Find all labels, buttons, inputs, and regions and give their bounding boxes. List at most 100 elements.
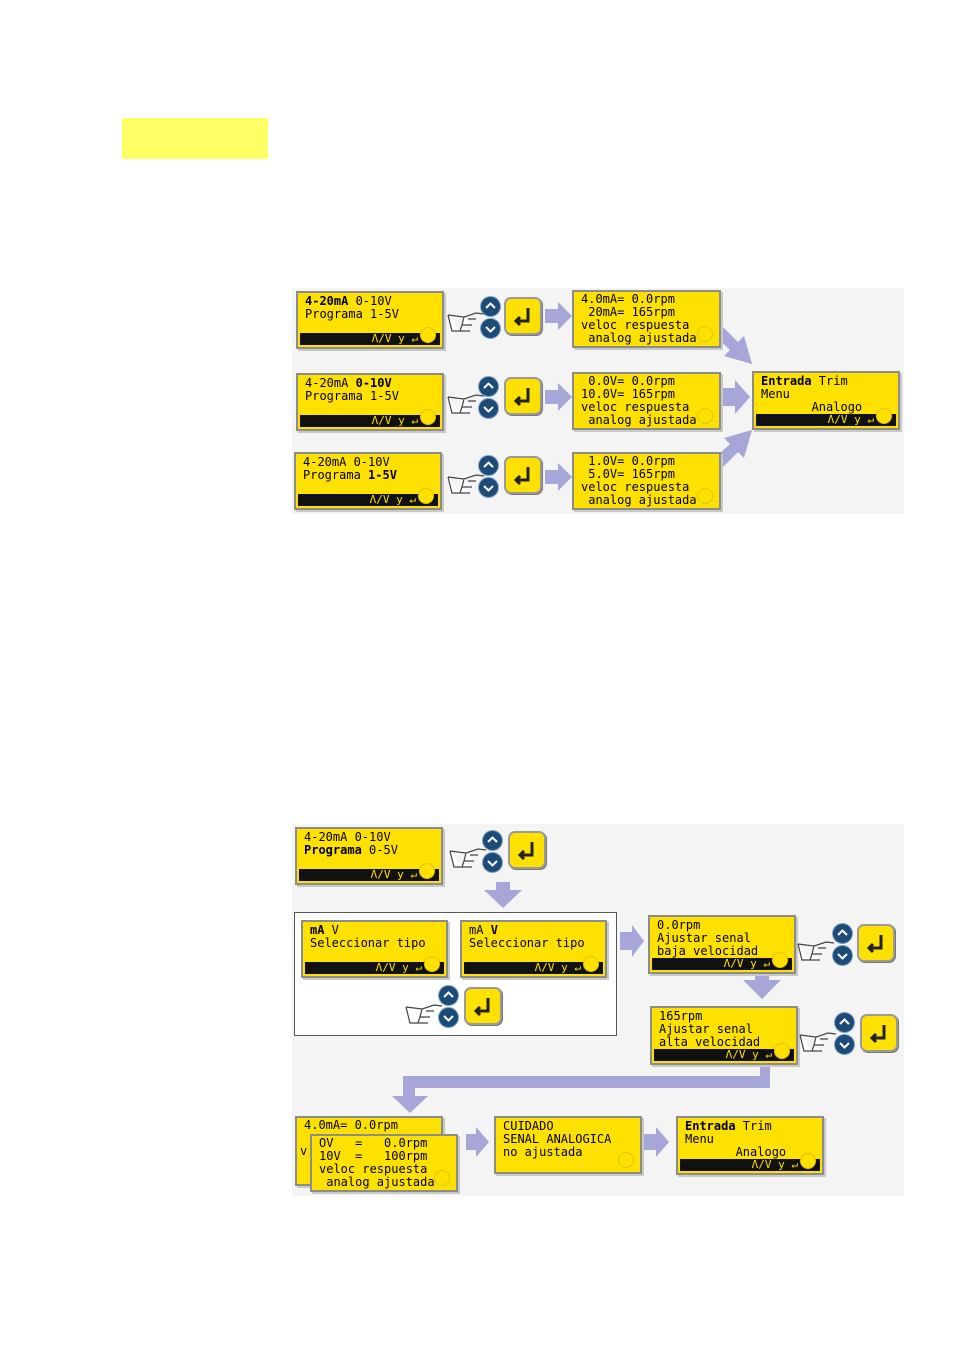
pointing-hand-icon: [449, 848, 487, 868]
lcd-knob-icon: [800, 1153, 816, 1169]
lcd-text: 1-5V: [368, 468, 397, 482]
lcd-text: 5.0V= 165rpm: [581, 467, 675, 481]
lcd-knob-icon: [418, 488, 434, 504]
enter-icon: [513, 388, 530, 407]
up-button[interactable]: [835, 1013, 854, 1032]
lcd-status-bar: Λ/V y ↵: [300, 415, 440, 427]
lcd-text: 4.0mA= 0.0rpm: [581, 292, 675, 306]
lcd-text: Ajustar senal: [659, 1022, 753, 1036]
lcd-text: SENAL ANALOGICA: [503, 1132, 612, 1146]
lcd-text: analog ajustada: [581, 331, 697, 345]
lcd-knob-icon: [774, 1043, 790, 1059]
lcd-select-type-ma: mA V Seleccionar tipo Λ/V y ↵: [301, 920, 448, 978]
up-button[interactable]: [833, 924, 852, 943]
enter-button[interactable]: [504, 297, 542, 335]
lcd-text: 0.0rpm: [657, 918, 701, 932]
lcd-text: OV = 0.0rpm: [319, 1136, 428, 1150]
lcd-text: 4-20mA 0-10V: [304, 830, 391, 844]
down-button[interactable]: [483, 853, 502, 872]
enter-icon: [869, 1025, 886, 1044]
lcd-knob-icon: [419, 863, 435, 879]
enter-button[interactable]: [504, 377, 542, 415]
lcd-select-type-v: mA V Seleccionar tipo Λ/V y ↵: [460, 920, 607, 978]
up-button[interactable]: [439, 986, 458, 1005]
enter-button[interactable]: [860, 1014, 898, 1052]
lcd-status-bar: Λ/V y ↵: [305, 962, 444, 974]
lcd-text: veloc respuesta: [319, 1162, 428, 1176]
lcd-text: 0-10V: [348, 294, 392, 308]
lcd-program-0-5v: 4-20mA 0-10V Programa 0-5V Λ/V y ↵: [295, 827, 443, 885]
lcd-text: 1.0V= 0.0rpm: [581, 454, 675, 468]
lcd-text: veloc respuesta: [581, 480, 690, 494]
up-button[interactable]: [479, 377, 498, 396]
lcd-mode-select-3: 4-20mA 0-10V Programa 1-5V Λ/V y ↵: [294, 452, 442, 510]
lcd-text: veloc respuesta: [581, 318, 690, 332]
lcd-mode-select-1: 4-20mA 0-10V Programa 1-5V Λ/V y ↵: [296, 291, 444, 349]
enter-button[interactable]: [508, 831, 546, 869]
lcd-text: Programa: [304, 843, 362, 857]
down-button[interactable]: [479, 478, 498, 497]
pointing-hand-icon: [447, 394, 485, 414]
lcd-warning-signal: CUIDADO SENAL ANALOGICA no ajustada: [494, 1116, 642, 1174]
lcd-knob-icon: [420, 409, 436, 425]
enter-icon: [473, 998, 490, 1017]
lcd-text: 0-5V: [361, 843, 398, 857]
lcd-text: 4-20mA: [305, 376, 356, 390]
pointing-hand-icon: [797, 941, 835, 961]
lcd-knob-icon: [583, 956, 599, 972]
lcd-text: Programa 1-5V: [305, 307, 399, 321]
lcd-text: analog ajustada: [319, 1175, 435, 1189]
enter-button[interactable]: [464, 987, 502, 1025]
lcd-text: Analogo: [761, 400, 863, 414]
enter-icon: [513, 308, 530, 327]
lcd-text: 20mA= 165rpm: [581, 305, 675, 319]
up-button[interactable]: [479, 456, 498, 475]
lcd-text: 10.0V= 165rpm: [581, 387, 675, 401]
enter-icon: [513, 467, 530, 486]
lcd-text: analog ajustada: [581, 413, 697, 427]
lcd-text: Trim: [735, 1119, 772, 1133]
lcd-text: baja velocidad: [657, 944, 759, 958]
lcd-text: 165rpm: [659, 1009, 703, 1023]
lcd-text: mA: [469, 923, 491, 937]
lcd-text: CUIDADO: [503, 1119, 554, 1133]
lcd-adjust-high-speed: 165rpm Ajustar senal alta velocidad Λ/V …: [650, 1006, 798, 1065]
pointing-hand-icon: [447, 474, 485, 494]
up-button[interactable]: [481, 297, 500, 316]
lcd-text: analog ajustada: [581, 493, 697, 507]
lcd-text: Programa 1-5V: [305, 389, 399, 403]
up-button[interactable]: [483, 831, 502, 850]
lcd-text: Trim: [811, 374, 848, 388]
enter-button[interactable]: [504, 456, 542, 494]
lcd-knob-icon: [697, 408, 713, 424]
lcd-knob-icon: [772, 952, 788, 968]
down-button[interactable]: [835, 1035, 854, 1054]
lcd-knob-icon: [876, 408, 892, 424]
lcd-status-bar: Λ/V y ↵: [464, 962, 603, 974]
down-button[interactable]: [481, 319, 500, 338]
down-button[interactable]: [833, 946, 852, 965]
lcd-knob-icon: [424, 956, 440, 972]
lcd-text: no ajustada: [503, 1145, 583, 1159]
down-button[interactable]: [439, 1008, 458, 1027]
lcd-status-bar: Λ/V y ↵: [652, 958, 792, 970]
pointing-hand-icon: [405, 1004, 443, 1024]
down-button[interactable]: [479, 399, 498, 418]
lcd-calibration-1-5v: 1.0V= 0.0rpm 5.0V= 165rpm veloc respuest…: [572, 452, 721, 510]
lcd-entrada-menu: Entrada Trim Menu Analogo Λ/V y ↵: [676, 1116, 824, 1175]
enter-icon: [517, 842, 534, 861]
enter-button[interactable]: [857, 924, 895, 962]
lcd-status-bar: Λ/V y ↵: [756, 414, 896, 426]
lcd-text: V: [324, 923, 339, 937]
lcd-text: Menu: [685, 1132, 714, 1146]
lcd-text: V: [490, 923, 498, 937]
lcd-text: Menu: [761, 387, 790, 401]
lcd-text: Seleccionar tipo: [469, 936, 585, 950]
lcd-text: 4-20mA 0-10V: [303, 455, 390, 469]
lcd-status-bar: Λ/V y ↵: [298, 494, 438, 506]
lcd-text: 0-10V: [355, 376, 392, 390]
pointing-hand-icon: [447, 312, 485, 332]
lcd-knob-icon: [434, 1170, 450, 1186]
lcd-adjust-low-speed: 0.0rpm Ajustar senal baja velocidad Λ/V …: [648, 915, 796, 974]
